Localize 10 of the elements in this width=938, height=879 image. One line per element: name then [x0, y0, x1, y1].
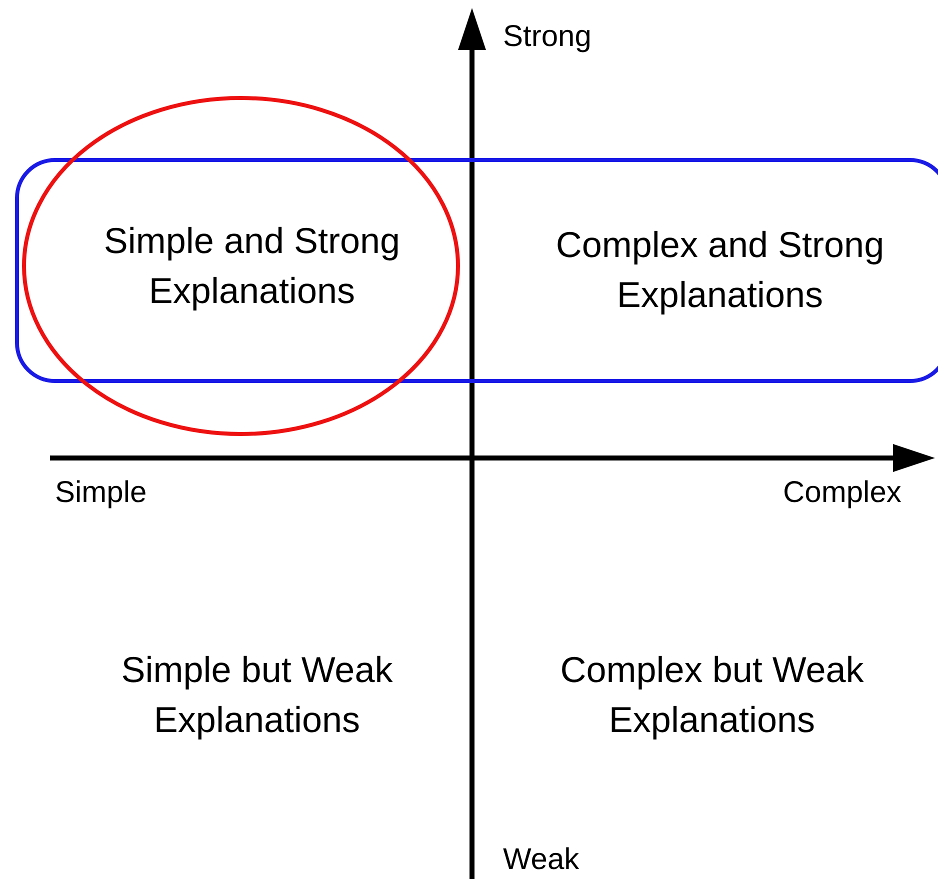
quadrant-label: Simple but Weak Explanations	[120, 648, 394, 742]
axis-label: Simple	[55, 476, 147, 510]
quadrant-label: Complex but Weak Explanations	[559, 648, 865, 742]
highlight-box	[15, 158, 938, 383]
quadrant-label: Complex and Strong Explanations	[554, 223, 886, 317]
quadrant-label: Simple and Strong Explanations	[102, 219, 402, 313]
axis-label: Strong	[503, 20, 592, 54]
axis-label: Weak	[503, 843, 580, 877]
highlight-ellipse	[22, 96, 460, 436]
axis-label: Complex	[783, 476, 902, 510]
